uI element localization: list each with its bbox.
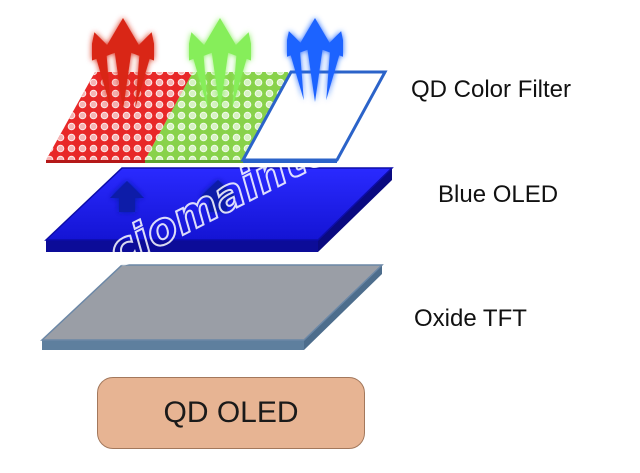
oled-up-arrow-2 <box>200 180 236 212</box>
oxide-tft-label: Oxide TFT <box>414 305 527 332</box>
blue-oled-label: Blue OLED <box>438 181 559 208</box>
oled-up-arrow-1 <box>110 181 144 212</box>
qd-color-filter-label: QD Color Filter <box>411 76 572 103</box>
qd-oled-title-text: QD OLED <box>163 396 299 429</box>
red-color-filter <box>46 72 193 163</box>
qd-oled-title-box: QD OLED <box>97 377 365 449</box>
oxide-tft-layer <box>40 264 384 350</box>
blue-color-filter <box>240 70 388 163</box>
